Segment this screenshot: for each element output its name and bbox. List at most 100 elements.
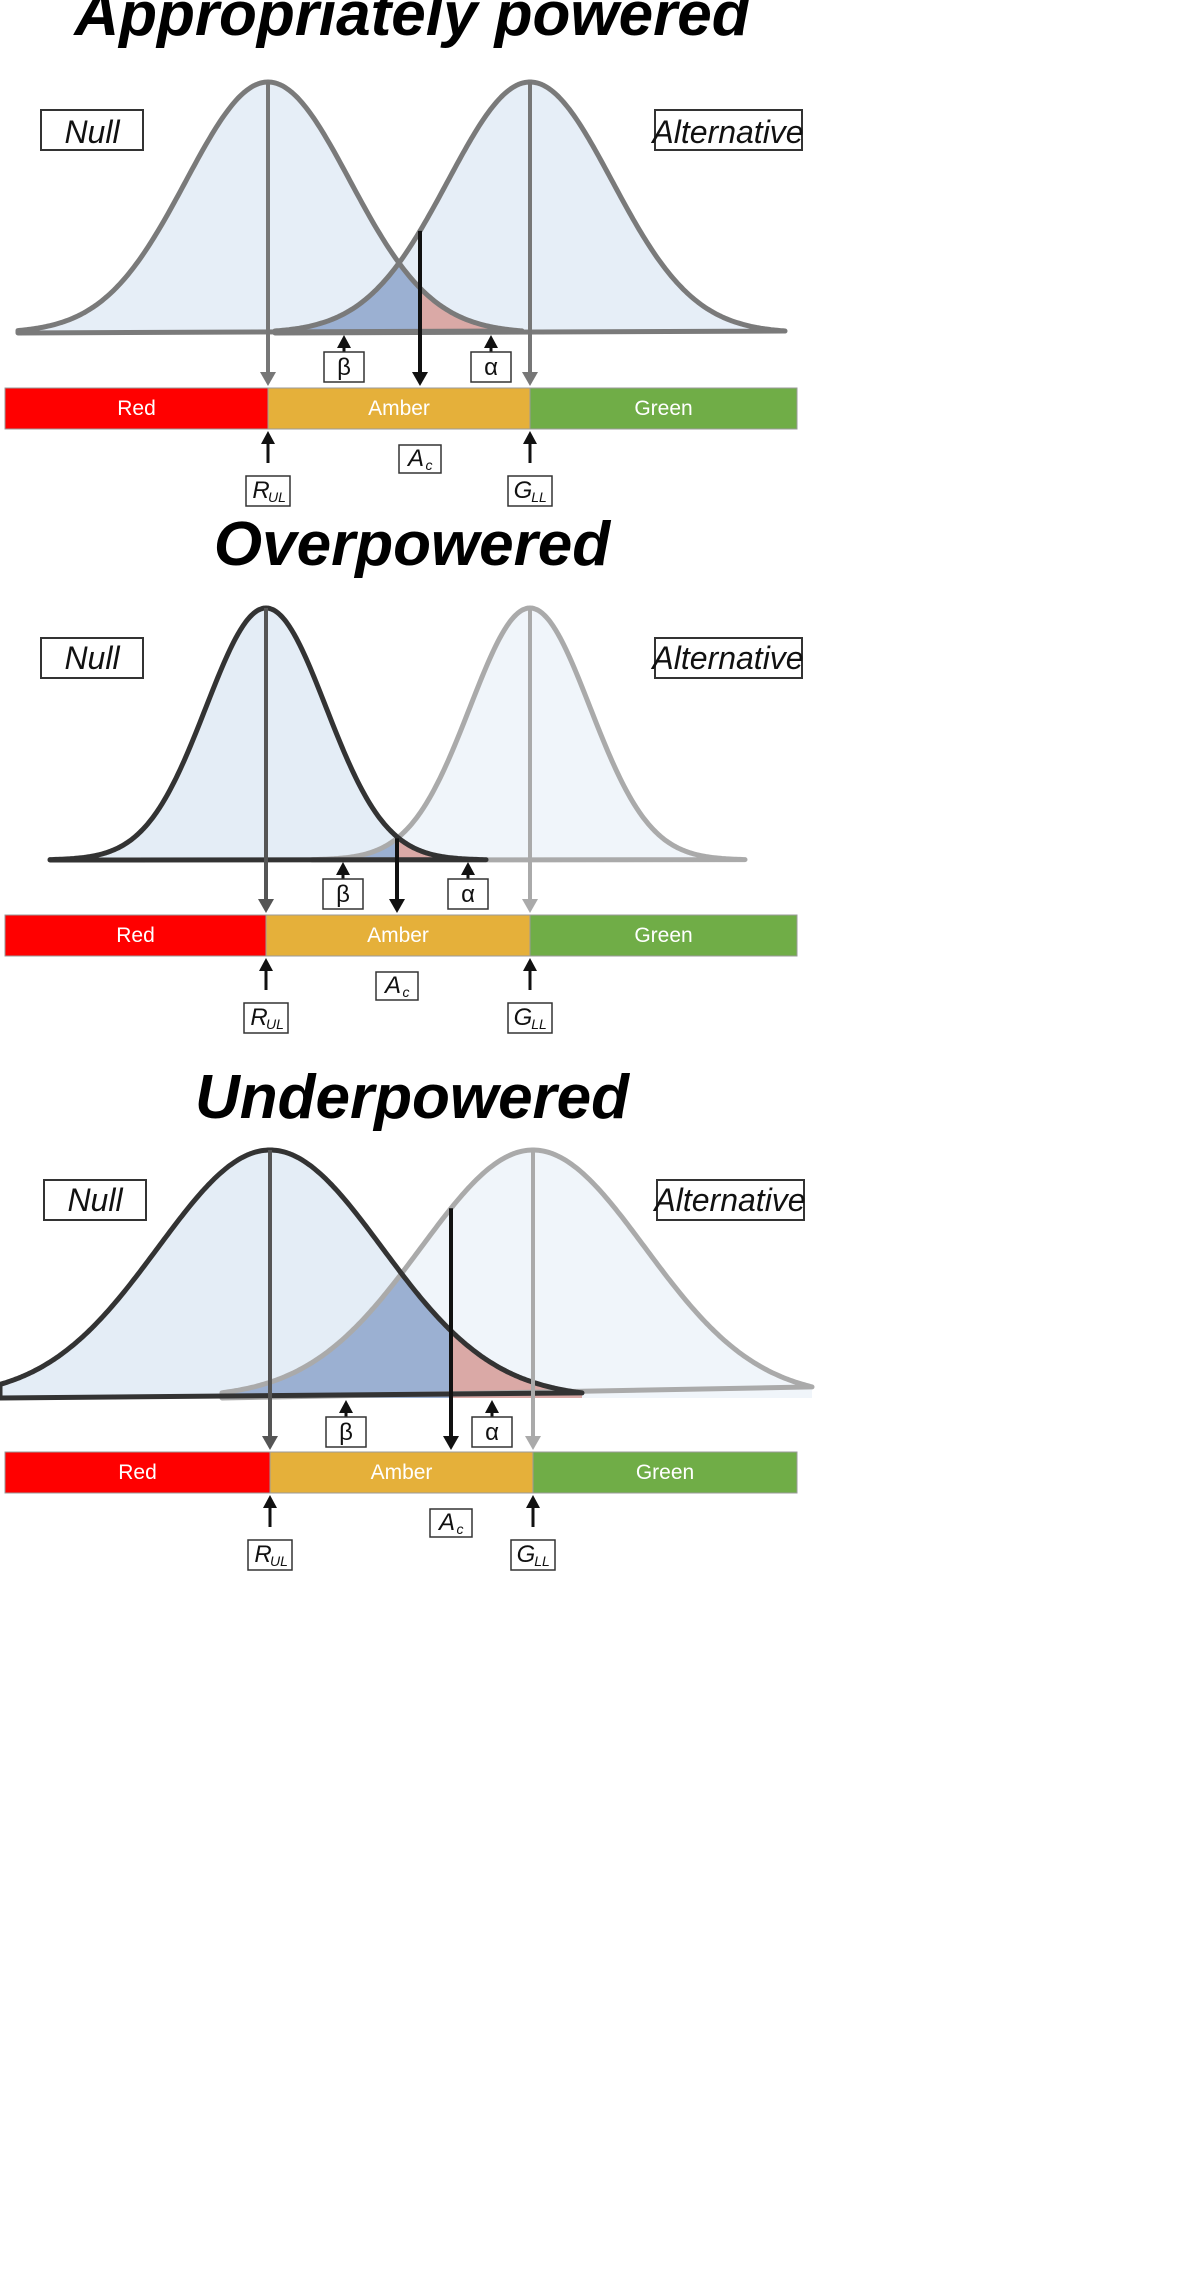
alternative-legend-box	[654, 637, 803, 679]
beta-pointer-head	[336, 862, 350, 875]
null-mean-arrow-head	[260, 372, 276, 386]
rul-pointer-head	[259, 958, 273, 971]
beta-label: β	[336, 881, 350, 908]
alpha-pointer-head	[485, 1400, 499, 1413]
gll-subscript: LL	[531, 1016, 547, 1032]
gll-subscript: LL	[534, 1553, 550, 1569]
green-zone	[529, 387, 798, 430]
alpha-box	[471, 1416, 513, 1448]
gll-label: G	[514, 477, 533, 504]
amber-zone-label: Amber	[367, 924, 429, 947]
alpha-pointer-head	[461, 862, 475, 875]
alpha-pointer-head	[484, 335, 498, 348]
alternative-legend-box	[654, 109, 803, 151]
rul-label: R	[254, 1541, 271, 1568]
green-zone-label: Green	[634, 924, 692, 947]
alpha-label: α	[485, 1419, 499, 1446]
rul-subscript: UL	[268, 489, 286, 505]
red-zone-label: Red	[118, 1461, 157, 1484]
null-distribution-curve	[15, 79, 525, 336]
alpha-label: α	[484, 354, 498, 381]
gll-box	[507, 475, 553, 507]
beta-box	[325, 1416, 367, 1448]
null-legend-box	[40, 109, 144, 151]
alternative-mean-arrow-head	[522, 372, 538, 386]
green-zone-label: Green	[636, 1461, 694, 1484]
critical-value-label: A	[383, 972, 401, 999]
critical-value-subscript: c	[457, 1521, 464, 1537]
green-zone-label: Green	[634, 397, 692, 420]
critical-value-subscript: c	[403, 984, 410, 1000]
rul-box	[247, 1539, 293, 1571]
critical-value-label: A	[437, 1509, 455, 1536]
alpha-region	[451, 1330, 582, 1398]
panel-title: Overpowered	[214, 510, 611, 579]
beta-region	[222, 1274, 451, 1398]
critical-value-arrow-head	[443, 1436, 459, 1450]
alpha-box	[447, 878, 489, 910]
alternative-legend-box	[656, 1179, 805, 1221]
beta-box	[323, 351, 365, 383]
alpha-box	[470, 351, 512, 383]
null-distribution-curve	[0, 1147, 585, 1401]
amber-zone-label: Amber	[371, 1461, 433, 1484]
gll-label: G	[517, 1541, 536, 1568]
green-zone	[529, 914, 798, 957]
critical-value-box	[375, 971, 419, 1001]
alternative-mean-arrow-head	[525, 1436, 541, 1450]
null-legend-box	[43, 1179, 147, 1221]
rul-box	[245, 475, 291, 507]
amber-zone-label: Amber	[368, 397, 430, 420]
beta-label: β	[337, 354, 351, 381]
null-mean-arrow-head	[258, 899, 274, 913]
amber-zone	[265, 914, 531, 957]
rul-label: R	[250, 1004, 267, 1031]
amber-zone	[267, 387, 531, 430]
gll-pointer-head	[523, 958, 537, 971]
panel-title: Underpowered	[195, 1063, 630, 1132]
rul-pointer-head	[261, 431, 275, 444]
critical-value-box	[398, 444, 442, 474]
alternative-mean-arrow-head	[522, 899, 538, 913]
gll-pointer-head	[523, 431, 537, 444]
alpha-region	[420, 288, 522, 333]
panel-title: Appropriately powered	[72, 0, 750, 49]
null-legend-box	[40, 637, 144, 679]
rul-pointer-head	[263, 1495, 277, 1508]
red-zone-label: Red	[117, 397, 156, 420]
alternative-legend-label: Alternative	[650, 114, 803, 150]
critical-value-box	[429, 1508, 473, 1538]
null-legend-label: Null	[64, 114, 120, 150]
gll-label: G	[514, 1004, 533, 1031]
panel-1: Appropriately powered β α Null AlternativeRe…	[4, 0, 804, 507]
alpha-region	[397, 836, 486, 860]
alternative-legend-label: Alternative	[652, 1182, 805, 1218]
red-zone	[4, 914, 267, 957]
beta-region	[312, 838, 397, 860]
null-legend-label: Null	[67, 1182, 123, 1218]
rul-subscript: UL	[266, 1016, 284, 1032]
gll-box	[507, 1002, 553, 1034]
null-distribution-curve	[47, 605, 489, 863]
beta-pointer-head	[339, 1400, 353, 1413]
green-zone	[532, 1451, 798, 1494]
null-mean-arrow-head	[262, 1436, 278, 1450]
rul-subscript: UL	[270, 1553, 288, 1569]
critical-value-arrow-head	[389, 899, 405, 913]
alternative-legend-label: Alternative	[650, 640, 803, 676]
beta-region	[275, 262, 420, 333]
rul-label: R	[252, 477, 269, 504]
gll-box	[510, 1539, 556, 1571]
beta-box	[322, 878, 364, 910]
critical-value-subscript: c	[426, 457, 433, 473]
critical-value-label: A	[406, 445, 424, 472]
red-zone	[4, 1451, 271, 1494]
null-legend-label: Null	[64, 640, 120, 676]
alpha-label: α	[461, 881, 475, 908]
rul-box	[243, 1002, 289, 1034]
gll-pointer-head	[526, 1495, 540, 1508]
red-zone-label: Red	[116, 924, 155, 947]
